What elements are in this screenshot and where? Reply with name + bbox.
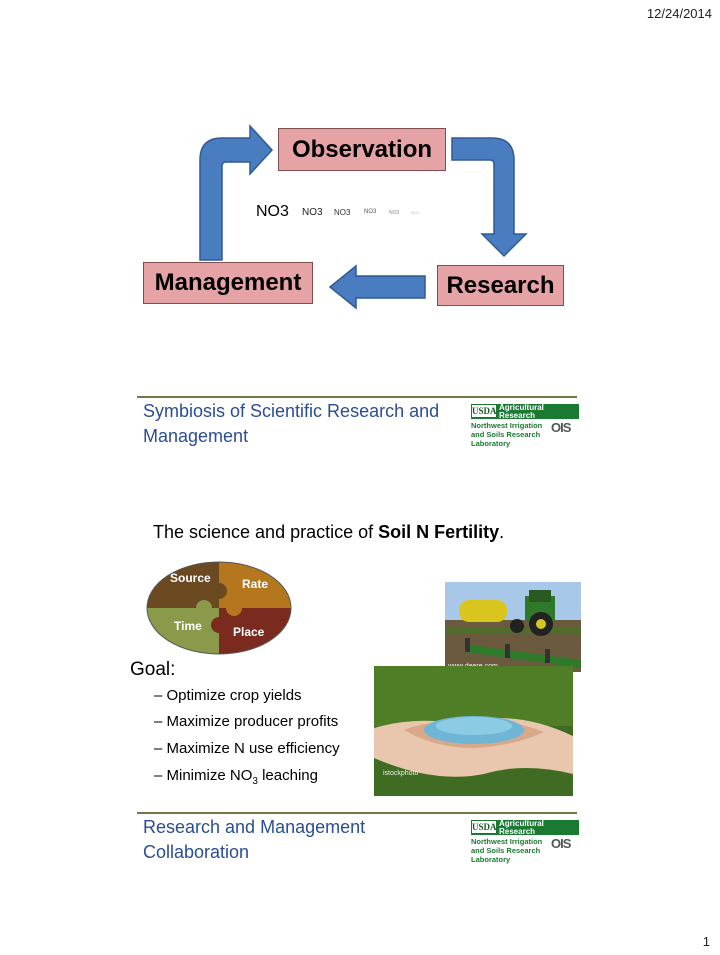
- ars-line2: Service: [499, 835, 528, 844]
- lab-line1: Northwest Irrigation: [471, 837, 543, 846]
- observation-box: Observation: [278, 128, 446, 171]
- goal-label: Goal:: [130, 659, 176, 680]
- nitrate-label: NO3: [302, 207, 323, 218]
- bullet-item: – Maximize N use efficiency: [154, 740, 340, 757]
- date-header: 12/24/2014: [646, 6, 712, 21]
- ars-line2: Service: [499, 419, 528, 428]
- lab-line2: and Soils Research Laboratory: [471, 846, 541, 864]
- research-box: Research: [437, 265, 564, 306]
- ars-line1: Agricultural Research: [499, 819, 544, 836]
- bullet-subscript: 3: [252, 776, 258, 787]
- page-number: 1: [702, 934, 710, 949]
- ars-line1: Agricultural Research: [499, 403, 544, 420]
- bullet-text: Maximize producer profits: [166, 713, 339, 730]
- puzzle-place: Place: [233, 625, 265, 639]
- slide2-caption-line1: Research and Management: [143, 817, 366, 837]
- arrow-research-to-management: [328, 264, 426, 310]
- nitrate-label: NO3: [364, 209, 377, 215]
- slide1-divider: [137, 396, 577, 398]
- nitrate-label: NO3: [411, 210, 420, 215]
- usda-logo-text: USDA: [472, 821, 497, 833]
- slide1-caption-line2: Management: [143, 426, 249, 446]
- ois-logo-text: OIS: [551, 420, 571, 435]
- usda-logo-text: USDA: [472, 405, 497, 417]
- management-box: Management: [143, 262, 313, 304]
- slide2-intro: The science and practice of Soil N Ferti…: [153, 522, 504, 543]
- puzzle-rate: Rate: [242, 577, 269, 591]
- puzzle-source: Source: [170, 571, 211, 585]
- slide2-divider: [137, 812, 577, 814]
- lab-line1: Northwest Irrigation: [471, 421, 543, 430]
- tractor-photo: [445, 582, 581, 672]
- bullet-item: – Optimize crop yields: [154, 687, 302, 704]
- slide1-caption-line1: Symbiosis of Scientific Research and: [143, 401, 440, 421]
- cycle-arrows: [199, 124, 528, 310]
- bullet-item: – Minimize NO3 leaching: [154, 767, 318, 787]
- bullet-text-end: leaching: [257, 767, 318, 784]
- arrow-management-to-observation: [199, 124, 274, 261]
- bullet-text: Minimize NO: [166, 767, 253, 784]
- bullet-text: Optimize crop yields: [166, 687, 302, 704]
- fertilizer-hand-photo: [374, 666, 573, 796]
- puzzle-time: Time: [174, 619, 202, 633]
- istock-credit: istockphoto: [383, 770, 419, 777]
- slide2-caption-line2: Collaboration: [143, 842, 250, 862]
- lab-line2: and Soils Research Laboratory: [471, 430, 541, 448]
- intro-end: .: [499, 522, 505, 542]
- bullet-text: Maximize N use efficiency: [166, 740, 340, 757]
- nitrate-label: NO3: [256, 203, 289, 220]
- nitrate-label: NO3: [389, 210, 400, 216]
- bullet-item: – Maximize producer profits: [154, 713, 339, 730]
- four-r-puzzle: [146, 561, 292, 655]
- intro-bold: Soil N Fertility: [378, 522, 500, 542]
- arrow-observation-to-research: [451, 137, 528, 258]
- nitrate-label: NO3: [334, 208, 351, 217]
- intro-text: The science and practice of: [153, 522, 379, 542]
- ois-logo-text: OIS: [551, 836, 571, 851]
